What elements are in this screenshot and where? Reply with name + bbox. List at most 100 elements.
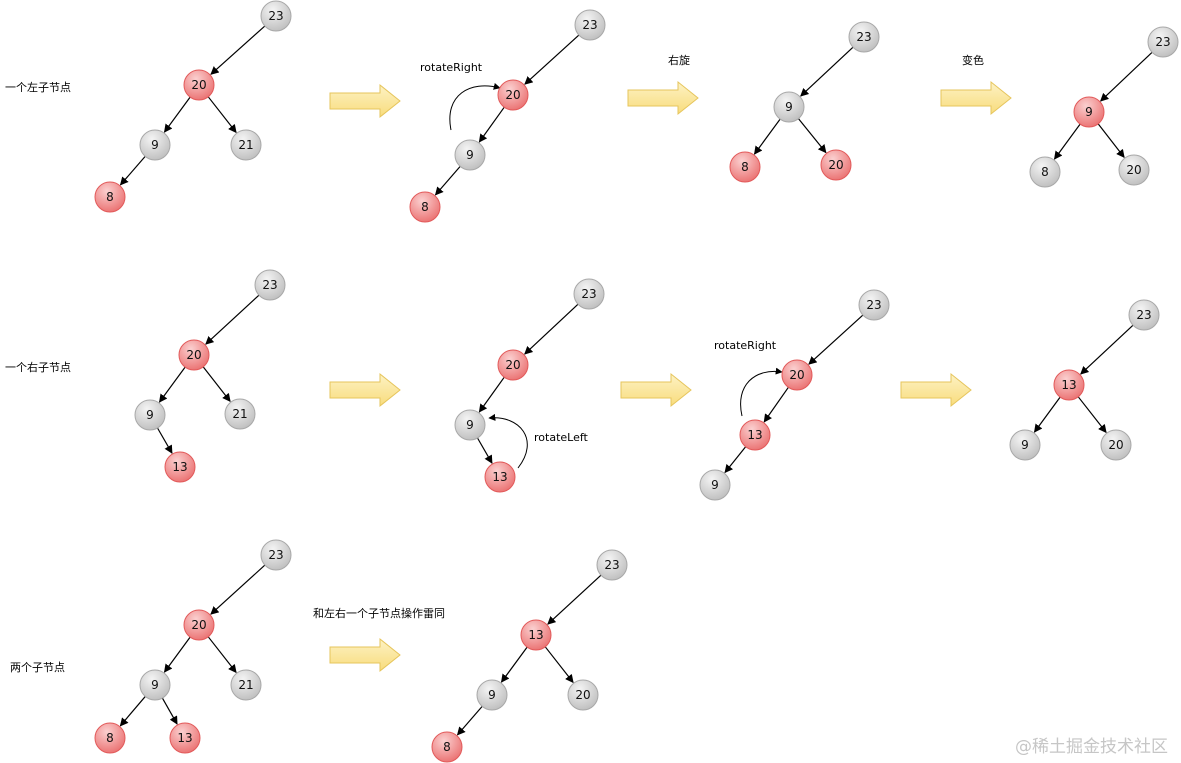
edge-r1-t3-b-d (797, 118, 827, 154)
edge-r3-t1-b-d (207, 636, 237, 674)
node-r1-t1-d: 21 (230, 129, 262, 161)
node-r3-t1-b: 20 (183, 609, 215, 641)
transition-arrow-r1-2 (627, 80, 699, 116)
node-value: 20 (575, 688, 590, 702)
node-r3-t1-a: 23 (260, 539, 292, 571)
edge-r1-t2-a-b (524, 34, 580, 85)
node-r1-t1-a: 23 (260, 0, 292, 32)
edge-r2-t3-b-c (763, 386, 789, 423)
black-node-circle (454, 139, 486, 171)
edge-r2-t3-a-b (808, 314, 864, 365)
node-r2-t1-e: 13 (164, 451, 196, 483)
row-1-label: 一个左子节点 (5, 81, 71, 94)
node-value: 9 (146, 408, 154, 422)
black-node-circle (260, 0, 292, 32)
black-node-circle (1128, 299, 1160, 331)
edge-r2-t4-a-b (1080, 324, 1134, 375)
edge-r1-t1-c-e (119, 155, 146, 186)
edge-r3-t2-b-c (500, 646, 528, 683)
black-node-circle (573, 278, 605, 310)
node-value: 23 (262, 278, 277, 292)
node-r2-t2-a: 23 (573, 278, 605, 310)
rotation-curve-r1-t2 (449, 82, 501, 131)
black-node-circle (699, 469, 731, 501)
red-node-circle (484, 461, 516, 493)
row-2-label: 一个右子节点 (5, 360, 71, 374)
edge-r3-t2-c-e (456, 705, 483, 736)
node-value: 9 (466, 418, 474, 432)
black-node-circle (567, 679, 599, 711)
red-node-circle (94, 722, 126, 754)
node-r2-t2-b: 20 (497, 349, 529, 381)
edge-r3-t1-a-b (210, 564, 266, 615)
step-label-same-as-single: 和左右一个子节点操作雷同 (313, 606, 445, 620)
node-value: 23 (1155, 35, 1170, 49)
node-r1-t3-b: 9 (773, 91, 805, 123)
red-node-circle (520, 619, 552, 651)
node-value: 13 (528, 628, 543, 642)
black-node-circle (1029, 156, 1061, 188)
node-r2-t3-e: 9 (699, 469, 731, 501)
node-value: 20 (186, 348, 201, 362)
edge-r2-t1-b-d (202, 366, 231, 403)
red-node-circle (497, 79, 529, 111)
node-r1-t1-e: 8 (94, 181, 126, 213)
node-value: 13 (492, 470, 507, 484)
black-node-circle (848, 21, 880, 53)
edge-r1-t3-b-c (753, 118, 781, 155)
node-r2-t4-b: 13 (1053, 369, 1085, 401)
node-r1-t4-a: 23 (1147, 26, 1179, 58)
node-value: 23 (1136, 308, 1151, 322)
node-r1-t3-c: 8 (729, 151, 761, 183)
node-value: 8 (1041, 165, 1049, 179)
node-value: 23 (856, 30, 871, 44)
red-node-circle (178, 339, 210, 371)
node-r1-t2-c: 9 (454, 139, 486, 171)
node-r3-t1-d: 21 (230, 669, 262, 701)
edge-r3-t1-c-f (161, 697, 178, 725)
node-value: 13 (1061, 378, 1076, 392)
edge-r2-t3-c-e (724, 446, 747, 474)
node-r1-t4-c: 8 (1029, 156, 1061, 188)
rotation-curve-r2-t3 (740, 367, 783, 417)
edge-r1-t4-b-c (1053, 123, 1081, 160)
node-value: 20 (505, 358, 520, 372)
node-value: 8 (421, 200, 429, 214)
node-r2-t3-c: 13 (739, 419, 771, 451)
node-value: 20 (191, 78, 206, 92)
rotation-label-r2-t2: rotateLeft (534, 431, 589, 444)
node-value: 8 (106, 731, 114, 745)
black-node-circle (1009, 429, 1041, 461)
edge-r2-t1-b-c (158, 366, 186, 403)
node-r3-t2-e: 8 (431, 731, 463, 763)
black-node-circle (139, 129, 171, 161)
black-node-circle (858, 289, 890, 321)
black-node-circle (574, 9, 606, 41)
node-value: 20 (828, 158, 843, 172)
black-node-circle (230, 129, 262, 161)
black-node-circle (454, 409, 486, 441)
black-node-circle (134, 399, 166, 431)
node-value: 23 (268, 9, 283, 23)
node-value: 20 (1126, 163, 1141, 177)
node-value: 20 (191, 618, 206, 632)
node-value: 9 (785, 100, 793, 114)
rotation-curve-r2-t2 (488, 413, 528, 469)
transition-arrow-r1-3 (940, 80, 1012, 116)
edge-r2-t4-b-d (1077, 396, 1107, 434)
edge-r1-t1-a-b (210, 25, 266, 75)
node-value: 23 (866, 298, 881, 312)
node-r1-t1-c: 9 (139, 129, 171, 161)
node-r2-t1-c: 9 (134, 399, 166, 431)
red-node-circle (497, 349, 529, 381)
node-r1-t4-d: 20 (1118, 154, 1150, 186)
red-node-circle (431, 731, 463, 763)
step-label-recolor: 变色 (962, 53, 984, 67)
red-node-circle (183, 609, 215, 641)
node-r3-t2-a: 23 (596, 549, 628, 581)
edge-r2-t2-a-b (524, 303, 579, 355)
node-value: 20 (1108, 438, 1123, 452)
edge-r3-t1-c-e (119, 696, 146, 727)
